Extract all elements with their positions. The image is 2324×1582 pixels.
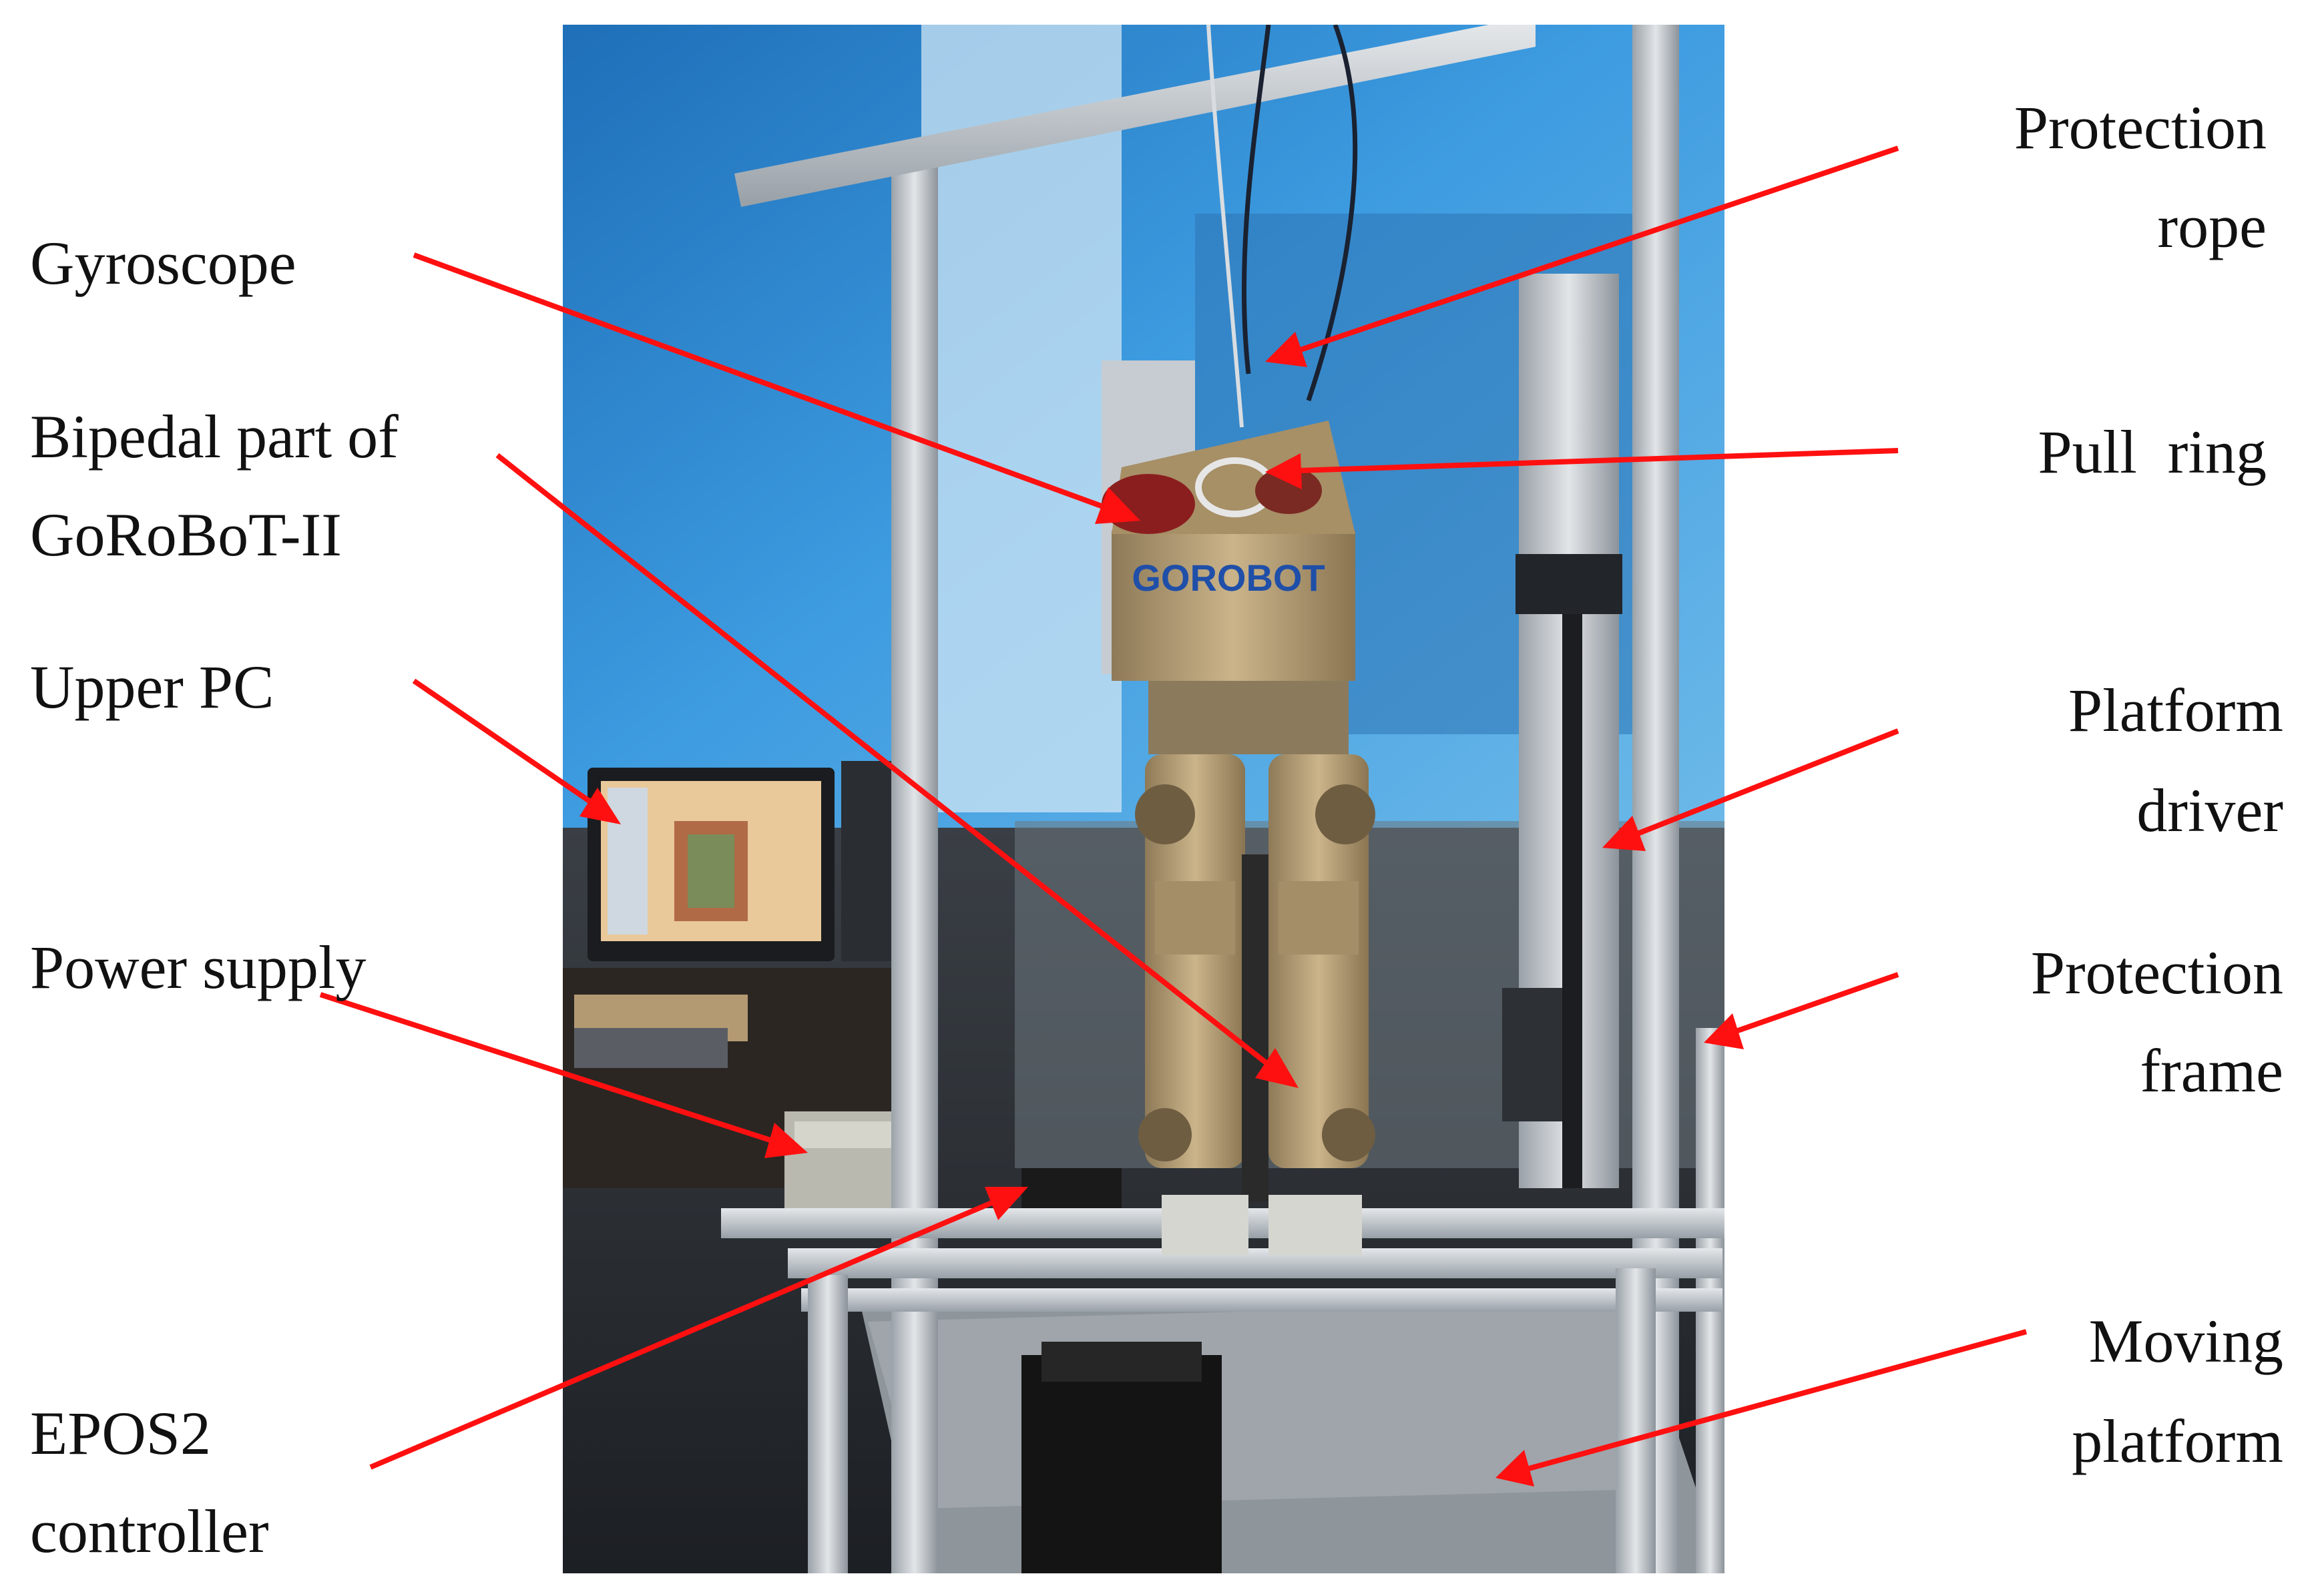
arrow-epos2	[369, 1187, 1028, 1470]
label-epos2-line1: EPOS2	[30, 1399, 211, 1467]
label-pull-ring: Pull ring	[2038, 418, 2267, 486]
left-labels: Gyroscope Bipedal part of GoRoBoT-II Upp…	[30, 229, 399, 1565]
arrow-moving-platform	[1495, 1329, 2028, 1487]
frame-top-beam	[734, 25, 1536, 207]
arrow-power-supply	[319, 992, 808, 1158]
robot-chest	[1112, 531, 1355, 681]
label-moving-platform-line2: platform	[2072, 1407, 2283, 1475]
label-protection-frame-line1: Protection	[2031, 939, 2283, 1007]
annotation-arrows	[319, 146, 2028, 1487]
weight-block	[1021, 1355, 1222, 1573]
frame-post-left	[891, 167, 938, 1573]
arrow-gyroscope	[413, 252, 1140, 524]
label-moving-platform-line1: Moving	[2089, 1307, 2283, 1375]
label-gyroscope: Gyroscope	[30, 229, 296, 297]
label-protection-rope-line2: rope	[2158, 192, 2267, 260]
robot-photo: GOROBOT	[563, 25, 1724, 1573]
arrow-protection-frame	[1704, 972, 1899, 1049]
arrow-pull-ring	[1265, 448, 1899, 489]
label-bipedal-line2: GoRoBoT-II	[30, 501, 342, 569]
robot: GOROBOT	[1102, 421, 1375, 1255]
arrow-upper-pc	[412, 678, 621, 824]
arrow-bipedal	[495, 453, 1299, 1088]
robot-leg-right	[1268, 754, 1369, 1168]
robot-foot-left	[1162, 1195, 1248, 1255]
right-labels: Protection rope Pull ring Platform drive…	[2014, 93, 2283, 1475]
label-bipedal-line1: Bipedal part of	[30, 403, 399, 471]
label-upper-pc: Upper PC	[30, 653, 274, 721]
robot-chest-text: GOROBOT	[1132, 557, 1325, 599]
label-platform-driver-line1: Platform	[2068, 676, 2283, 744]
protection-rope	[1206, 25, 1244, 428]
label-power-supply: Power supply	[30, 933, 366, 1001]
robot-leg-left	[1145, 754, 1245, 1168]
label-protection-frame-line2: frame	[2140, 1037, 2283, 1105]
label-epos2-line2: controller	[30, 1497, 269, 1565]
arrow-protection-rope	[1265, 146, 1899, 367]
label-platform-driver-line2: driver	[2136, 776, 2283, 844]
label-protection-rope-line1: Protection	[2014, 93, 2267, 162]
arrow-platform-driver	[1602, 728, 1899, 851]
robot-foot-right	[1268, 1195, 1362, 1255]
